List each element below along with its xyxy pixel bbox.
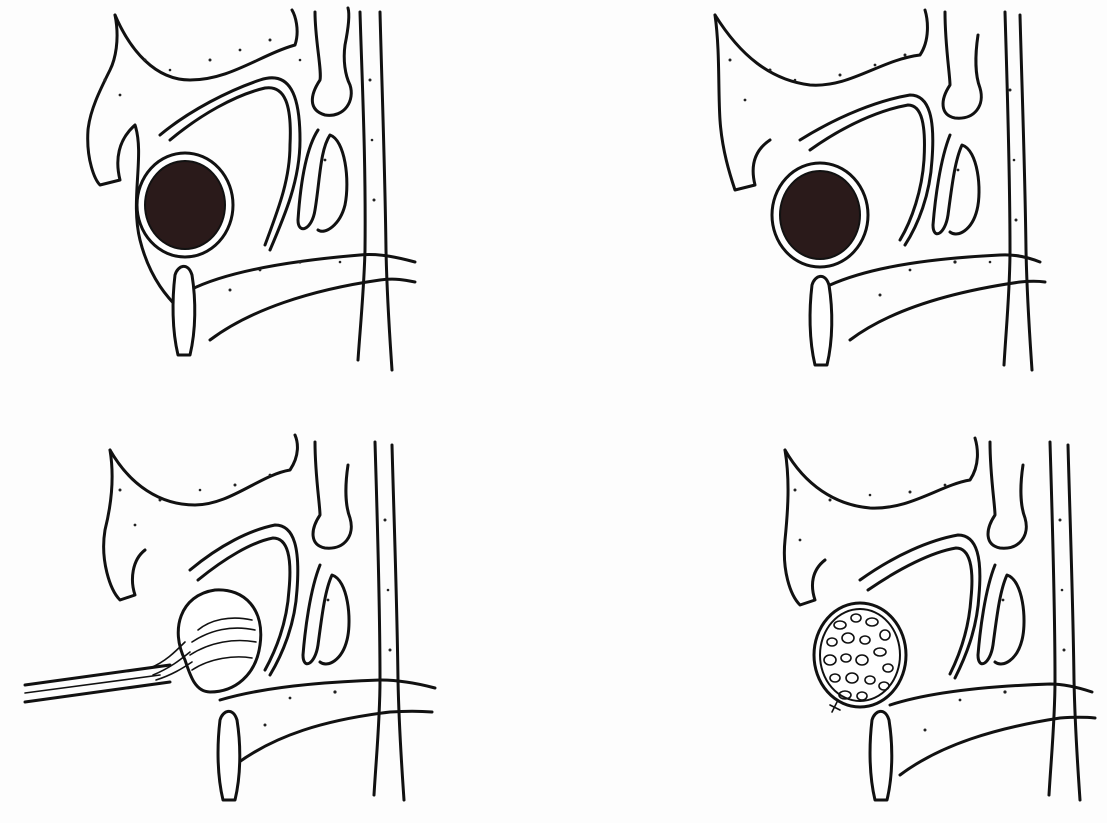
panel-b-tooth bbox=[810, 276, 832, 365]
panel-c-suction-cannula bbox=[25, 642, 192, 702]
panel-d-drawing bbox=[760, 430, 1100, 823]
panel-d-graft-cavity bbox=[814, 603, 906, 707]
panel-a-tooth bbox=[173, 266, 195, 355]
panel-b-cyst bbox=[772, 163, 868, 267]
panel-c-bone-speckles bbox=[119, 474, 392, 727]
panel-a-drawing bbox=[60, 0, 420, 390]
panel-c-cyst-lining bbox=[178, 590, 261, 692]
panel-c-drawing bbox=[20, 430, 440, 823]
panel-d-cavity-grafted bbox=[760, 430, 1107, 823]
panel-b-drawing bbox=[700, 0, 1060, 390]
panel-b-bone-outline bbox=[715, 10, 1045, 370]
panel-d-tooth bbox=[870, 711, 892, 800]
panel-c-cyst-evacuation bbox=[20, 430, 440, 823]
panel-a-bone-outline bbox=[88, 8, 415, 370]
panel-b-cyst-with-window bbox=[700, 0, 1060, 390]
panel-a-cyst-in-situ bbox=[60, 0, 420, 390]
panel-c-tooth bbox=[218, 711, 240, 800]
panel-a-cyst bbox=[137, 153, 233, 257]
panel-b-bone-speckles bbox=[729, 54, 1018, 297]
panel-c-bone-outline bbox=[104, 435, 435, 800]
